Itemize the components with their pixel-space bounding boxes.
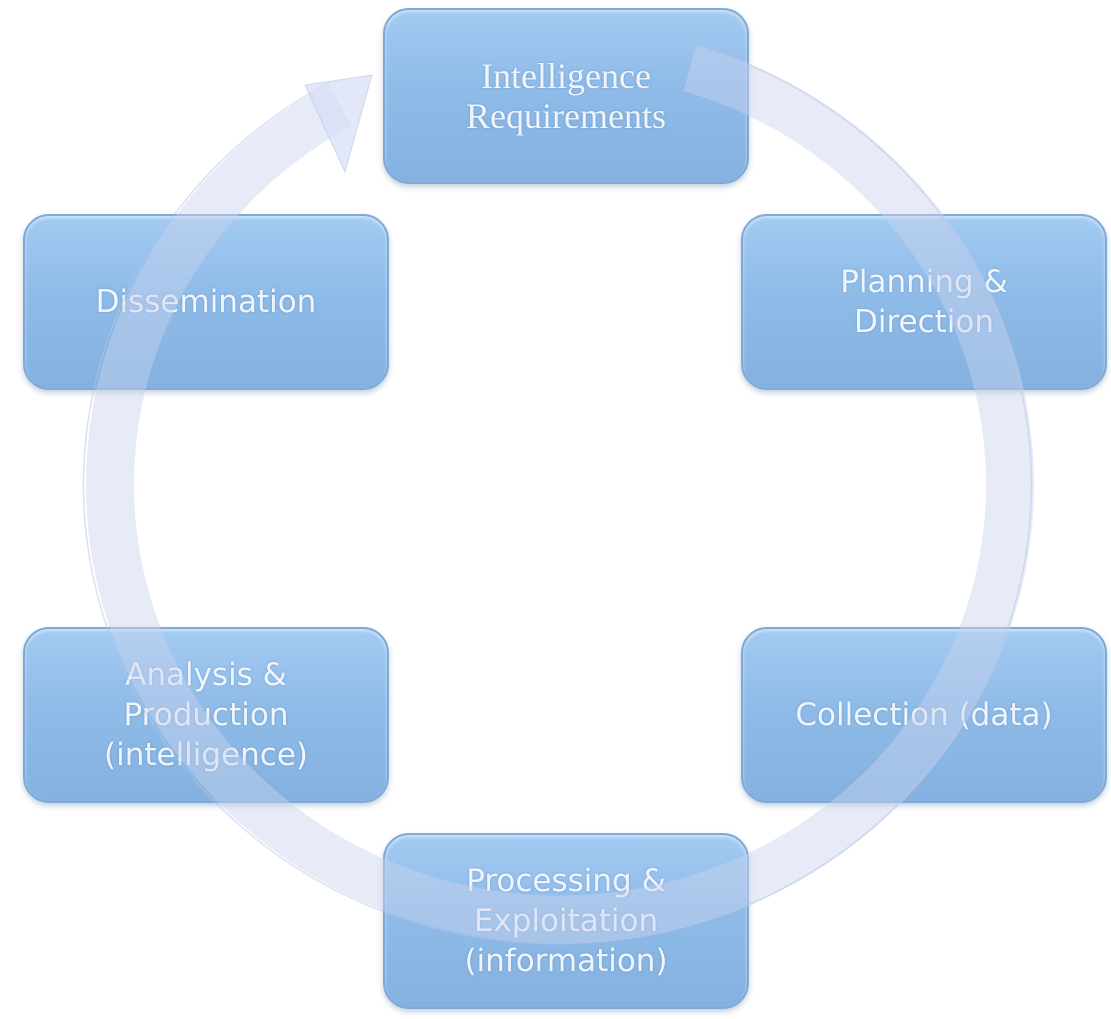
step-label: Processing & Exploitation (information) [464, 863, 668, 979]
step-dissemination: Dissemination [23, 214, 389, 390]
step-label: Analysis & Production (intelligence) [103, 657, 309, 773]
step-intelligence-requirements: Intelligence Requirements [383, 8, 749, 184]
step-collection: Collection (data) [741, 627, 1107, 803]
step-analysis-production: Analysis & Production (intelligence) [23, 627, 389, 803]
step-label: Planning & Direction [840, 264, 1008, 340]
step-label: Collection (data) [795, 697, 1053, 733]
step-planning-direction: Planning & Direction [741, 214, 1107, 390]
arrowhead-icon [304, 74, 373, 174]
step-label: Intelligence Requirements [466, 56, 666, 136]
step-label: Dissemination [95, 284, 317, 320]
step-processing-exploitation: Processing & Exploitation (information) [383, 833, 749, 1009]
